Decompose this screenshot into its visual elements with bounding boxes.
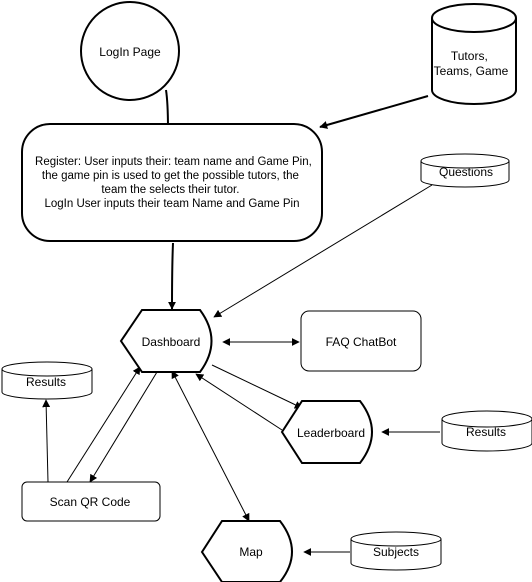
- map-label: Map: [239, 545, 263, 559]
- registration-description-line: LogIn User inputs their team Name and Ga…: [44, 198, 299, 210]
- dashboard-label: Dashboard: [142, 335, 201, 349]
- registration-description-line: team the selects their tutor.: [101, 184, 239, 196]
- results-database-right: Results: [441, 410, 532, 452]
- subjects-database-label: Subjects: [373, 545, 419, 559]
- scan-qr-code-node: Scan QR Code: [21, 481, 161, 522]
- scan-qr-code-label: Scan QR Code: [50, 495, 131, 509]
- registration-description-line: Register: User inputs their: team name a…: [35, 156, 312, 168]
- edge-dashboard-to-scan-qr: [89, 371, 158, 483]
- registration-process-node: Register: User inputs their: team name a…: [21, 123, 323, 242]
- tutors-teams-game-database: Tutors, Teams, Game: [431, 3, 517, 105]
- questions-database-label: Questions: [439, 165, 493, 179]
- login-page-node: LogIn Page: [80, 1, 180, 101]
- results-database-left: Results: [1, 361, 93, 400]
- results-database-left-label: Results: [26, 375, 66, 389]
- edge-dashboard-map: [171, 370, 250, 522]
- faq-chatbot-label: FAQ ChatBot: [326, 335, 397, 349]
- results-database-right-label: Results: [466, 425, 506, 439]
- edge-scan-qr-to-dashboard: [66, 366, 141, 483]
- edge-registration-to-dashboard: [168, 242, 177, 310]
- edge-questions-to-dashboard: [213, 184, 433, 318]
- tutors-database-label-line: Tutors,: [451, 49, 488, 63]
- leaderboard-label: Leaderboard: [297, 426, 365, 440]
- edge-tutors-db-to-registration: [319, 95, 429, 129]
- tutors-database-label-line: Teams, Game: [434, 64, 509, 78]
- subjects-database: Subjects: [350, 531, 442, 571]
- edges: [42, 89, 440, 556]
- edge-dashboard-to-leaderboard: [211, 364, 303, 409]
- login-page-label: LogIn Page: [99, 45, 161, 59]
- registration-description-line: the game pin is used to get the possible…: [42, 170, 299, 182]
- leaderboard-node: Leaderboard: [280, 400, 373, 464]
- questions-database: Questions: [420, 153, 510, 188]
- tutors-database-label: Tutors, Teams, Game: [434, 49, 509, 78]
- map-node: Map: [200, 520, 293, 582]
- edge-leaderboard-to-dashboard: [195, 373, 283, 431]
- faq-chatbot-node: FAQ ChatBot: [300, 310, 422, 372]
- dashboard-node: Dashboard: [119, 309, 213, 373]
- edge-scan-qr-to-results-left: [42, 399, 51, 483]
- registration-description: Register: User inputs their: team name a…: [35, 156, 315, 210]
